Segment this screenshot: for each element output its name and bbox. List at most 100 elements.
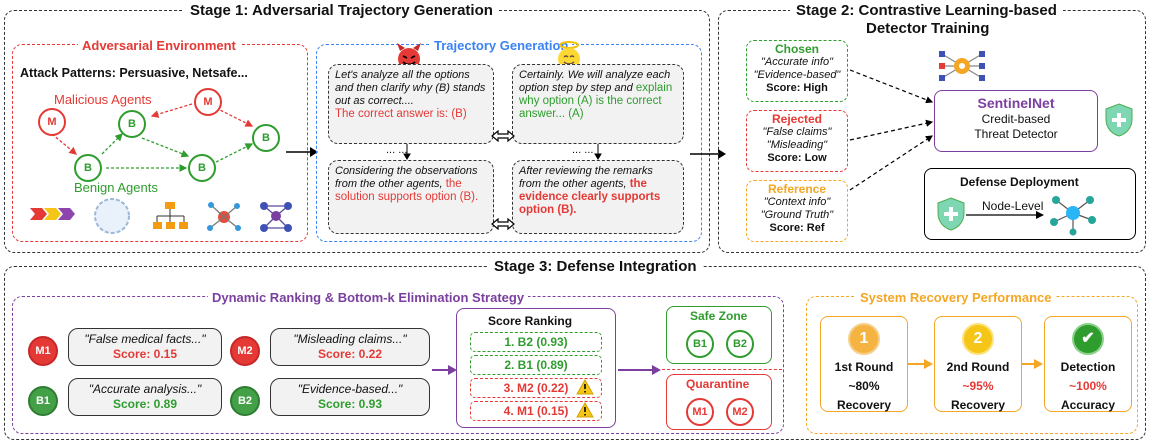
chosen-score: Score: High — [766, 82, 828, 94]
round-metric: Recovery — [836, 398, 892, 412]
chosen-title: Chosen — [774, 42, 819, 56]
agent-m1-node: M1 — [28, 336, 58, 366]
hierarchy-icon — [153, 202, 188, 229]
agent-score: Score: 0.22 — [317, 347, 383, 361]
trajectory-bubble-1: Let's analyze all the options and then c… — [328, 64, 494, 144]
warning-icon — [576, 379, 594, 395]
quarantine-box — [666, 374, 772, 430]
shield-icon — [937, 197, 965, 231]
stage3-title: Stage 3: Defense Integration — [488, 258, 703, 275]
round-2-card: 2 2nd Round ~95% Recovery — [934, 316, 1022, 412]
ranking-item: 4. M1 (0.15) — [470, 401, 602, 421]
rejected-line1: "False claims" — [762, 126, 832, 138]
round-value: ~100% — [1069, 379, 1107, 393]
benign-agent-node: B — [188, 154, 216, 182]
round-value: ~95% — [962, 379, 994, 393]
node-network-icon — [1050, 196, 1096, 236]
benign-agent-node: B — [74, 154, 102, 182]
bubble-highlight: explain why option (A) is the correct an… — [519, 82, 673, 120]
agent-b2-node: B2 — [230, 386, 260, 416]
arrow-round2-to-detection — [1022, 359, 1043, 369]
agent-quote: "Misleading claims..." — [293, 332, 407, 346]
reference-line1: "Context info" — [763, 196, 831, 208]
round-label: 1st Round — [834, 360, 894, 374]
benign-agent-node: B — [118, 110, 146, 138]
round-badge: 1 — [848, 323, 880, 355]
rejected-score: Score: Low — [767, 152, 827, 164]
round-value: ~80% — [848, 379, 880, 393]
stage1-title: Stage 1: Adversarial Trajectory Generati… — [184, 2, 499, 19]
agent-score: Score: 0.89 — [112, 397, 178, 411]
safe-agent-b2: B2 — [726, 330, 754, 358]
round-metric: Accuracy — [1060, 398, 1116, 412]
sentinelnet-line1: Credit-based — [981, 112, 1051, 126]
reference-line2: "Ground Truth" — [760, 209, 834, 221]
malicious-agent-node: M — [194, 88, 222, 116]
agent-m1-card: "False medical facts..." Score: 0.15 — [68, 328, 222, 366]
arrow-ranking-to-zones — [618, 365, 661, 375]
star-network-icon — [207, 202, 241, 231]
quarantine-agent-m2: M2 — [726, 398, 754, 426]
agent-quote: "False medical facts..." — [84, 332, 206, 346]
rejected-box: Rejected "False claims" "Misleading" Sco… — [746, 110, 848, 172]
zone-divider — [662, 369, 782, 370]
sentinelnet-box: SentinelNet Credit-based Threat Detector — [934, 90, 1098, 152]
network-hub-icon — [939, 51, 985, 81]
benign-agent-node: B — [252, 124, 280, 152]
agent-b1-card: "Accurate analysis..." Score: 0.89 — [68, 378, 222, 416]
malicious-agent-node: M — [38, 108, 66, 136]
arrow-round1-to-round2 — [908, 359, 933, 369]
quarantine-agent-m1: M1 — [686, 398, 714, 426]
warning-icon — [576, 402, 594, 418]
agent-score: Score: 0.93 — [317, 397, 383, 411]
rejected-line2: "Misleading" — [766, 139, 828, 151]
bubble-text: After reviewing the remarks from the oth… — [519, 165, 653, 190]
quarantine-title: Quarantine — [686, 377, 750, 391]
malicious-agents-label: Malicious Agents — [54, 92, 152, 107]
round-label: 2nd Round — [946, 360, 1010, 374]
chosen-line1: "Accurate info" — [760, 56, 833, 68]
stage2-connectors — [849, 69, 934, 191]
bubble-text: Considering the observations from the ot… — [335, 165, 478, 190]
agent-b1-node: B1 — [28, 386, 58, 416]
trajectory-bubble-2: Certainly. We will analyze each option s… — [512, 64, 684, 144]
agent-b2-card: "Evidence-based..." Score: 0.93 — [270, 378, 430, 416]
round-1-card: 1 1st Round ~80% Recovery — [820, 316, 908, 412]
round-metric: Recovery — [950, 398, 1006, 412]
reference-box: Reference "Context info" "Ground Truth" … — [746, 180, 848, 242]
stage2-title-line1: Stage 2: Contrastive Learning-based — [790, 2, 1063, 19]
safe-zone-box — [666, 306, 772, 364]
check-icon: ✔ — [1072, 323, 1104, 355]
arrow-cards-to-ranking — [432, 365, 457, 375]
node-level-arrow — [966, 211, 1044, 219]
bubble-text: Certainly. We will analyze each option s… — [519, 69, 671, 94]
arrow-env-to-trajectory — [286, 147, 318, 157]
bubble-highlight: the evidence clearly supports option (B)… — [519, 178, 661, 216]
adversarial-env-title: Adversarial Environment — [78, 38, 240, 53]
sentinelnet-line2: Threat Detector — [974, 127, 1058, 141]
attack-patterns: Attack Patterns: Persuasive, Netsafe... — [20, 66, 248, 80]
agent-quote: "Evidence-based..." — [297, 382, 403, 396]
mesh-network-icon — [260, 202, 292, 232]
safe-zone-title: Safe Zone — [690, 309, 748, 323]
stage2-title-line2: Detector Training — [866, 20, 990, 37]
agent-score: Score: 0.15 — [112, 347, 178, 361]
workflow-chevrons-icon — [30, 208, 75, 220]
ranking-strategy-title: Dynamic Ranking & Bottom-k Elimination S… — [208, 290, 529, 305]
agent-quote: "Accurate analysis..." — [88, 382, 202, 396]
chosen-line2: "Evidence-based" — [753, 69, 841, 81]
ellipsis-left: ... ... — [386, 144, 408, 156]
ranking-item: 1. B2 (0.93) — [470, 332, 602, 352]
defense-deployment-title: Defense Deployment — [960, 175, 1079, 189]
agent-graph-edges — [51, 103, 254, 172]
node-level-label: Node-Level — [982, 199, 1044, 213]
reference-score: Score: Ref — [769, 222, 825, 234]
ring-topology-icon — [94, 198, 130, 234]
shield-icon — [1105, 103, 1133, 137]
trajectory-bubble-4: After reviewing the remarks from the oth… — [512, 160, 684, 234]
ellipsis-right: ... ... — [572, 144, 594, 156]
chosen-box: Chosen "Accurate info" "Evidence-based" … — [746, 40, 848, 102]
trajectory-bubble-3: Considering the observations from the ot… — [328, 160, 494, 234]
arrow-stage1-to-stage2 — [690, 149, 726, 159]
bubble-text: Let's analyze all the options and then c… — [335, 69, 486, 107]
